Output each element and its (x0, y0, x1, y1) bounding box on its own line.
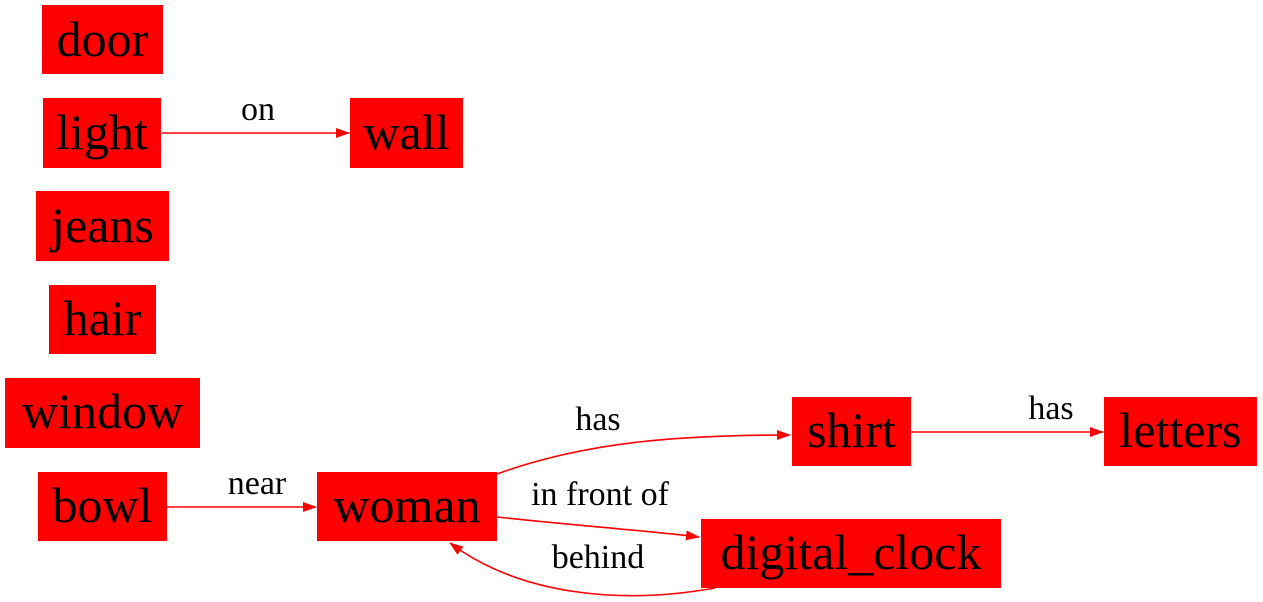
node-label: jeans (49, 197, 154, 253)
node-label: letters (1119, 402, 1241, 458)
node-box (43, 98, 161, 168)
edge-label-behind: behind (552, 539, 645, 576)
node-shirt: shirt (792, 397, 911, 466)
edge-arrow (496, 430, 791, 475)
node-letters: letters (1104, 397, 1257, 466)
edge-light-on-wall: on (162, 91, 350, 138)
node-door: door (42, 5, 163, 74)
node-box (317, 472, 497, 541)
node-digital-clock: digital_clock (701, 519, 1001, 588)
edge-label-has: has (575, 401, 620, 438)
node-label: light (56, 104, 148, 160)
node-woman: woman (317, 472, 497, 541)
edge-label-in-front-of: in front of (531, 476, 670, 513)
node-box (792, 397, 911, 466)
node-box (1104, 397, 1257, 466)
node-hair: hair (49, 285, 156, 354)
node-wall: wall (350, 98, 463, 168)
node-window: window (5, 378, 200, 448)
edge-label-on: on (241, 91, 275, 128)
edge-woman-in-front-of-digital-clock: in front of (496, 476, 700, 541)
node-box (350, 98, 463, 168)
edge-label-has: has (1028, 390, 1073, 427)
node-box (36, 191, 169, 261)
node-label: woman (333, 477, 480, 533)
edge-arrow (449, 542, 716, 597)
node-box (5, 378, 200, 448)
node-label: door (57, 11, 149, 67)
node-box (49, 285, 156, 354)
node-label: window (22, 383, 183, 439)
node-label: shirt (807, 402, 896, 458)
node-label: wall (363, 104, 449, 160)
edge-woman-has-shirt: has (496, 401, 791, 475)
node-label: digital_clock (720, 524, 981, 580)
node-label: hair (64, 290, 142, 346)
node-bowl: bowl (38, 472, 167, 541)
edge-shirt-has-letters: has (911, 390, 1104, 437)
node-box (42, 5, 163, 74)
node-label: bowl (53, 477, 153, 533)
edge-bowl-near-woman: near (167, 465, 317, 512)
edge-arrow (496, 516, 700, 541)
node-box (701, 519, 1001, 588)
node-light: light (43, 98, 161, 168)
edge-label-near: near (228, 465, 287, 502)
node-jeans: jeans (36, 191, 169, 261)
edge-digital-clock-behind-woman: behind (449, 539, 716, 597)
node-box (38, 472, 167, 541)
